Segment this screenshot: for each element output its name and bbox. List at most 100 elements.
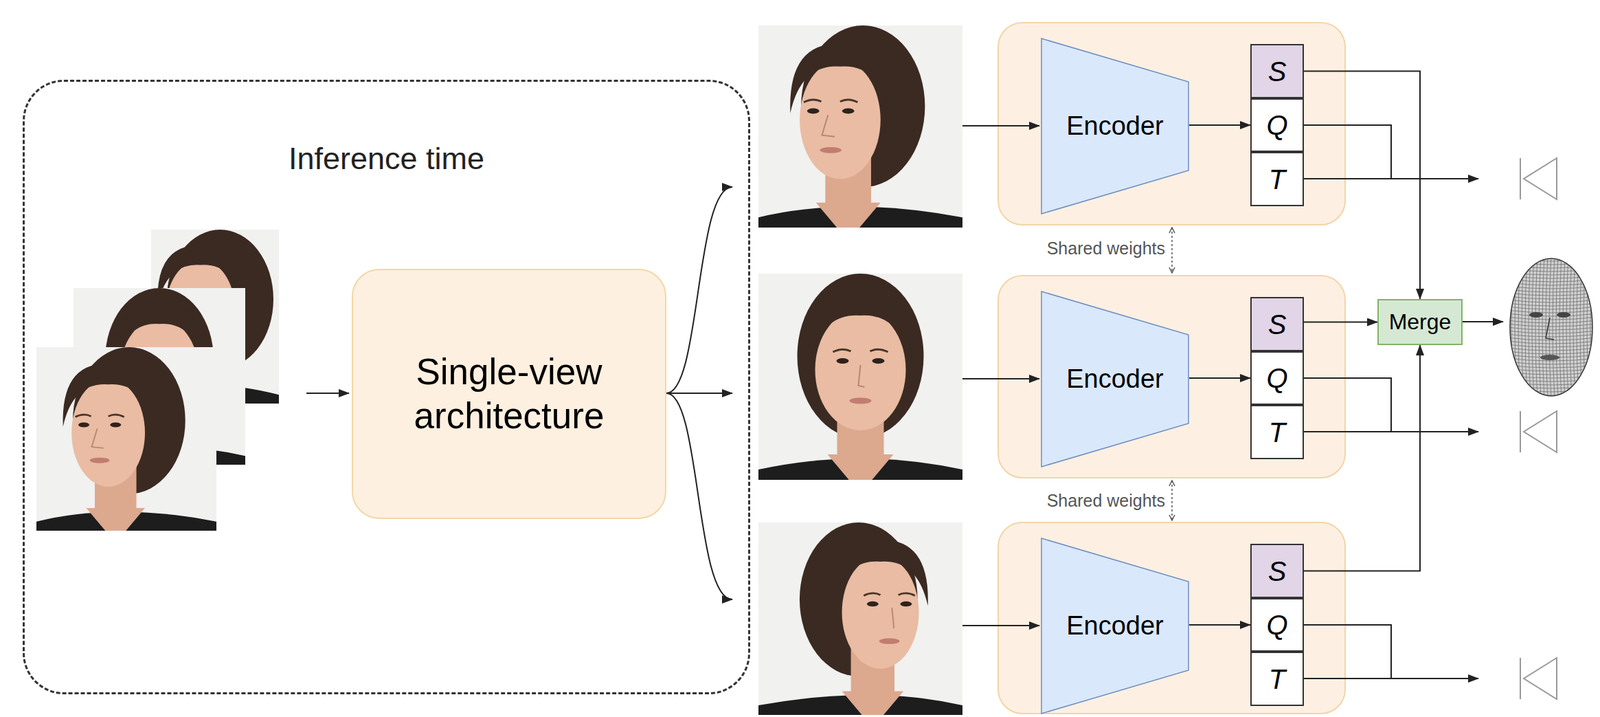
illustration-part [832,539,928,606]
rotation-parameter-box: Q [1250,351,1304,405]
illustration-part [836,357,850,364]
face-photo [758,25,963,228]
illustration-part [1505,313,1598,317]
illustration-part [1590,254,1593,400]
illustration-part [1545,317,1554,340]
illustration-part [899,601,912,606]
illustration-part [1505,385,1598,389]
face-photo [758,522,963,715]
connector-arrow [1189,623,1251,626]
illustration-part [1505,344,1598,347]
illustration-part [109,421,121,427]
illustration-part [1556,254,1559,400]
split-arrow [666,392,733,394]
illustration-part [815,309,907,431]
input-arrow [306,392,349,394]
illustration-part [1528,254,1531,400]
illustration-part [809,291,911,363]
illustration-part [1566,254,1569,400]
encoder-trapezoid: Encoder [1040,37,1190,215]
encoder-shape-outline [1041,537,1189,714]
node-text: Q [1266,362,1288,393]
illustration-part [1505,395,1598,399]
illustration-part [1505,340,1598,344]
merge-arrow [1462,320,1504,323]
illustration-part [1505,268,1598,272]
illustration-part [1505,323,1598,327]
illustration-part [849,397,872,404]
photo-arrow [962,125,1040,127]
rotation-wire [1303,125,1392,179]
illustration-part [1505,330,1598,334]
rotation-parameter-box: Q [1250,98,1304,152]
illustration-part [1511,254,1514,400]
node-text: T [1268,663,1286,694]
encoder-shape-outline [1041,38,1189,214]
node-text: Encoder [1066,610,1164,642]
photo-arrow [962,377,1040,380]
node-text: Inference time [288,140,485,178]
illustration-part [1505,392,1598,396]
shape-parameter-box: S [1250,543,1304,598]
encoder-panel [998,22,1346,225]
illustration-part [1505,258,1598,262]
shared-weights-arrow [1171,227,1173,273]
illustration-part [1505,299,1598,303]
illustration-part [1549,254,1552,400]
illustration-part [1529,311,1543,318]
illustration-part [1559,254,1562,400]
translation-arrow [1303,177,1479,180]
illustration-part [86,507,145,531]
illustration-part [1505,371,1598,375]
node-text: S [1268,309,1287,340]
illustration-part [1556,311,1571,318]
illustration-part [1505,333,1598,337]
illustration-part [833,348,852,352]
translation-arrow [1303,677,1479,679]
camera-icon [1519,657,1521,699]
illustration-part [1505,327,1598,330]
rotation-wire [1303,377,1392,432]
annotation-label: Shared weights [1046,237,1166,259]
node-text: Merge [1389,308,1452,335]
illustration-part [807,108,820,115]
illustration-part [1505,375,1598,378]
illustration-part [1505,282,1598,286]
encoder-trapezoid: Encoder [1040,537,1190,714]
illustration-part [1540,354,1560,360]
illustration-part [1505,368,1598,371]
illustration-part [1505,347,1598,351]
illustration-part [1521,254,1524,400]
illustration-part [1538,254,1541,400]
illustration-part [803,99,821,103]
illustration-part [797,273,925,439]
illustration-part [1586,254,1590,400]
illustration-part [1562,254,1565,400]
node-text: Q [1266,609,1288,640]
camera-icon [1523,410,1557,453]
connector-arrow [1189,124,1251,126]
illustration-part [108,414,125,417]
illustration-part [827,454,894,480]
illustration-part [1505,275,1598,279]
node-text: T [1268,164,1286,195]
illustration-part [1514,254,1517,400]
illustration-part [1505,316,1598,320]
shape-parameter-box: S [1250,43,1304,99]
connector-arrow [1189,377,1251,379]
encoder-trapezoid: Encoder [1040,290,1190,468]
illustration-part [799,60,881,179]
rotation-wire [1303,624,1392,679]
illustration-part [1505,254,1598,400]
shape-parameter-box: S [1250,296,1304,352]
illustration-part [1552,254,1555,400]
illustration-part [78,421,90,427]
translation-arrow [1303,430,1479,433]
node-text: Encoder [1066,110,1164,143]
illustration-part [863,592,881,596]
camera-icon [1519,158,1521,200]
illustration-part [1535,254,1538,400]
